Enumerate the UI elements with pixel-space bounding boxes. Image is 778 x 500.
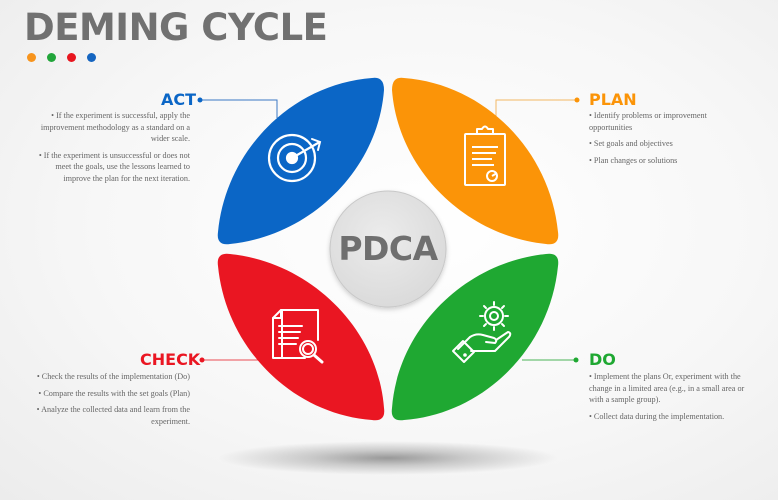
hand-gear-icon: [452, 301, 512, 363]
do-bullet-2: • Collect data during the implementation…: [589, 411, 725, 421]
check-heading: CHECK: [140, 350, 201, 369]
color-dots: [27, 53, 96, 62]
plan-leaf[interactable]: [392, 77, 559, 245]
do-heading: DO: [589, 350, 616, 369]
page-title: DEMING CYCLE: [24, 6, 328, 49]
plan-heading: PLAN: [589, 90, 637, 109]
do-description: • Implement the plans Or, experiment wit…: [589, 371, 759, 427]
plan-description: • Identify problems or improvement oppor…: [589, 110, 739, 171]
check-bullet-2: • Compare the results with the set goals…: [38, 388, 190, 398]
check-bullet-1: • Check the results of the implementatio…: [36, 372, 190, 381]
act-heading: ACT: [161, 90, 197, 109]
pdca-label: PDCA: [338, 229, 438, 268]
do-connector: [522, 357, 579, 363]
do-bullet-1: • Implement the plans Or, experiment wit…: [589, 372, 745, 404]
act-connector: [197, 97, 278, 118]
check-connector: [199, 357, 262, 363]
act-leaf[interactable]: [217, 77, 384, 245]
green-dot: [47, 53, 56, 62]
check-bullet-3: • Analyze the collected data and learn f…: [36, 405, 190, 426]
target-icon: [267, 133, 322, 183]
act-description: • If the experiment is successful, apply…: [28, 110, 190, 189]
plan-bullet-2: • Set goals and objectives: [589, 139, 673, 148]
orange-dot: [27, 53, 36, 62]
blue-dot: [87, 53, 96, 62]
red-dot: [67, 53, 76, 62]
document-search-icon: [272, 309, 324, 364]
check-leaf[interactable]: [217, 253, 385, 421]
plan-bullet-3: • Plan changes or solutions: [589, 155, 678, 165]
pdca-center-circle: [329, 190, 447, 308]
act-bullet-2: • If the experiment is unsuccessful or d…: [38, 150, 190, 183]
clipboard-icon: [464, 125, 506, 186]
plan-connector: [495, 97, 580, 128]
check-description: • Check the results of the implementatio…: [28, 371, 190, 432]
act-bullet-1: • If the experiment is successful, apply…: [40, 111, 190, 143]
do-leaf[interactable]: [391, 253, 559, 421]
floor-shadow: [218, 441, 558, 475]
plan-bullet-1: • Identify problems or improvement oppor…: [589, 111, 707, 132]
